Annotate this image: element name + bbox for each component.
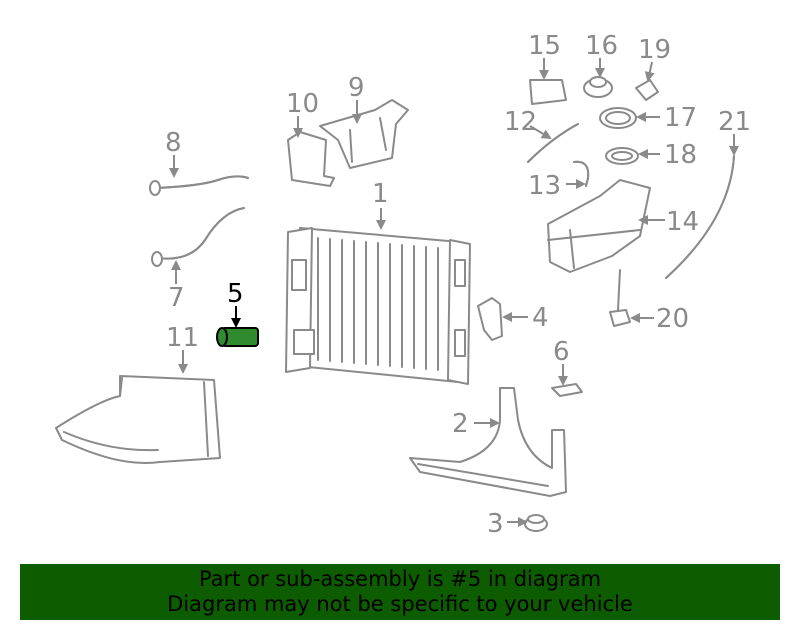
- callout-20: 20: [656, 304, 689, 334]
- callout-11: 11: [166, 323, 199, 353]
- part-18-seal: [605, 147, 639, 165]
- parts-diagram: 1 2 3 4 5 6 7 8 9 10 11 12 13 14 15 16 1…: [55, 31, 751, 539]
- part-5-highlighted: [216, 306, 259, 347]
- part-1-radiator: [285, 227, 471, 385]
- callout-9: 9: [348, 73, 365, 103]
- callout-16: 16: [585, 31, 618, 61]
- part-10-bracket: [287, 131, 335, 187]
- callout-8: 8: [165, 128, 182, 158]
- callout-15: 15: [528, 31, 561, 61]
- callout-13: 13: [528, 171, 561, 201]
- callout-10: 10: [286, 89, 319, 119]
- callout-4: 4: [532, 303, 549, 333]
- part-9-air-guide: [319, 99, 409, 169]
- callout-6: 6: [553, 337, 570, 367]
- part-12-hose: [527, 123, 579, 163]
- leader-arrows: [169, 58, 739, 527]
- part-16-cap: [583, 76, 613, 98]
- part-21-hose: [665, 155, 735, 279]
- callout-3: 3: [487, 509, 504, 539]
- part-20-sensor: [609, 269, 631, 327]
- part-7-hose: [151, 207, 245, 267]
- callout-5: 5: [227, 279, 244, 309]
- callout-21: 21: [718, 107, 751, 137]
- callout-labels: 1 2 3 4 5 6 7 8 9 10 11 12 13 14 15 16 1…: [165, 31, 751, 539]
- part-8-hose: [149, 175, 249, 196]
- callout-14: 14: [666, 207, 699, 237]
- callout-1: 1: [372, 179, 389, 209]
- part-17-ring: [599, 107, 637, 129]
- part-19-clip: [635, 79, 659, 101]
- part-15-connector: [529, 79, 567, 105]
- part-4-bracket: [477, 297, 503, 341]
- callout-17: 17: [664, 103, 697, 133]
- callout-2: 2: [452, 409, 469, 439]
- part-14-reservoir: [547, 179, 651, 273]
- banner-line-disclaimer: Diagram may not be specific to your vehi…: [167, 592, 633, 616]
- callout-7: 7: [168, 283, 185, 313]
- part-13-hose: [573, 160, 590, 187]
- part-6-clip: [551, 383, 583, 397]
- callout-19: 19: [638, 35, 671, 65]
- part-2-bracket: [409, 387, 567, 497]
- banner-line-part: Part or sub-assembly is #5 in diagram: [198, 567, 602, 591]
- callout-18: 18: [664, 140, 697, 170]
- part-3-grommet: [524, 514, 548, 532]
- info-banner: Part or sub-assembly is #5 in diagram Di…: [20, 564, 780, 620]
- part-11-duct: [55, 375, 221, 465]
- callout-12: 12: [504, 107, 537, 137]
